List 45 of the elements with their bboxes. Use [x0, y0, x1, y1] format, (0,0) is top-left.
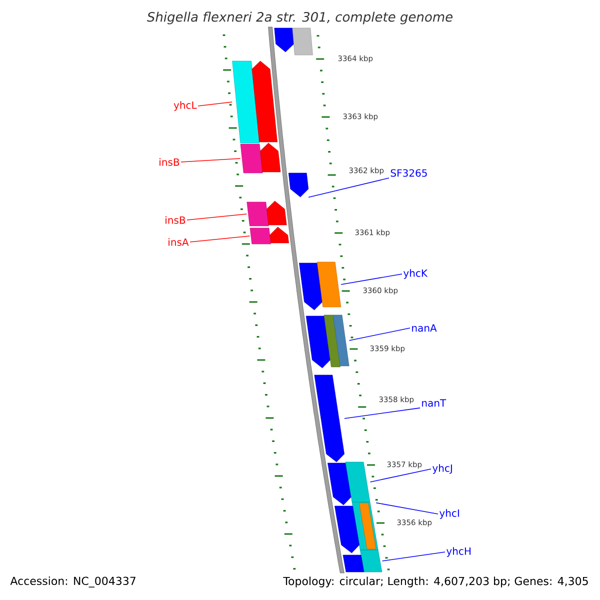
gene-label: insB: [166, 216, 186, 224]
gene-label: insA: [168, 238, 189, 246]
gene-label: nanT: [422, 399, 446, 407]
gene-label: yhcK: [404, 269, 428, 279]
leader-line: [198, 102, 232, 106]
title: Shigella flexneri 2a str. 301, complete genome: [147, 12, 452, 24]
leader-line: [348, 328, 410, 341]
gene-feature: [316, 262, 342, 308]
leader-line: [370, 468, 432, 482]
gene-label: insB: [160, 158, 180, 166]
gene-feature: [250, 228, 272, 244]
gene-label: nanA: [412, 324, 437, 332]
gene-feature: [270, 226, 289, 244]
gene-label: yhcJ: [432, 464, 452, 474]
gene-feature: [360, 550, 382, 572]
gene-feature: [324, 314, 340, 368]
gene-label: SF3265: [390, 169, 427, 177]
gene-feature: [288, 172, 309, 198]
gene-feature: [345, 462, 370, 502]
gene-feature: [292, 28, 313, 56]
gene-feature: [332, 314, 350, 366]
leader-line: [376, 502, 438, 514]
leader-line: [308, 178, 390, 198]
gene-feature: [342, 554, 364, 572]
gene-feature: [359, 502, 376, 550]
leader-line: [186, 214, 248, 220]
leader-line: [382, 552, 446, 562]
leader-line: [340, 274, 402, 285]
gene-feature: [328, 462, 352, 506]
gene-label: yhcL: [174, 101, 197, 111]
gene-feature: [306, 316, 330, 368]
gene-label: yhcI: [440, 509, 459, 519]
gene-feature: [246, 202, 269, 226]
footer-text: Topology: circular; Length: 4,607,203 bp; Genes: 4,305: [283, 576, 588, 588]
gene-label: yhcH: [446, 547, 470, 557]
leader-line: [344, 408, 420, 419]
leader-line: [190, 236, 250, 242]
footer-text: Accession: NC_004337: [10, 576, 136, 588]
gene-feature: [260, 142, 281, 172]
gene-feature: [240, 144, 263, 174]
gene-feature: [274, 28, 294, 52]
gene-feature: [232, 60, 260, 144]
gene-feature: [299, 262, 322, 310]
leader-line: [180, 158, 241, 162]
gene-feature: [266, 200, 287, 226]
